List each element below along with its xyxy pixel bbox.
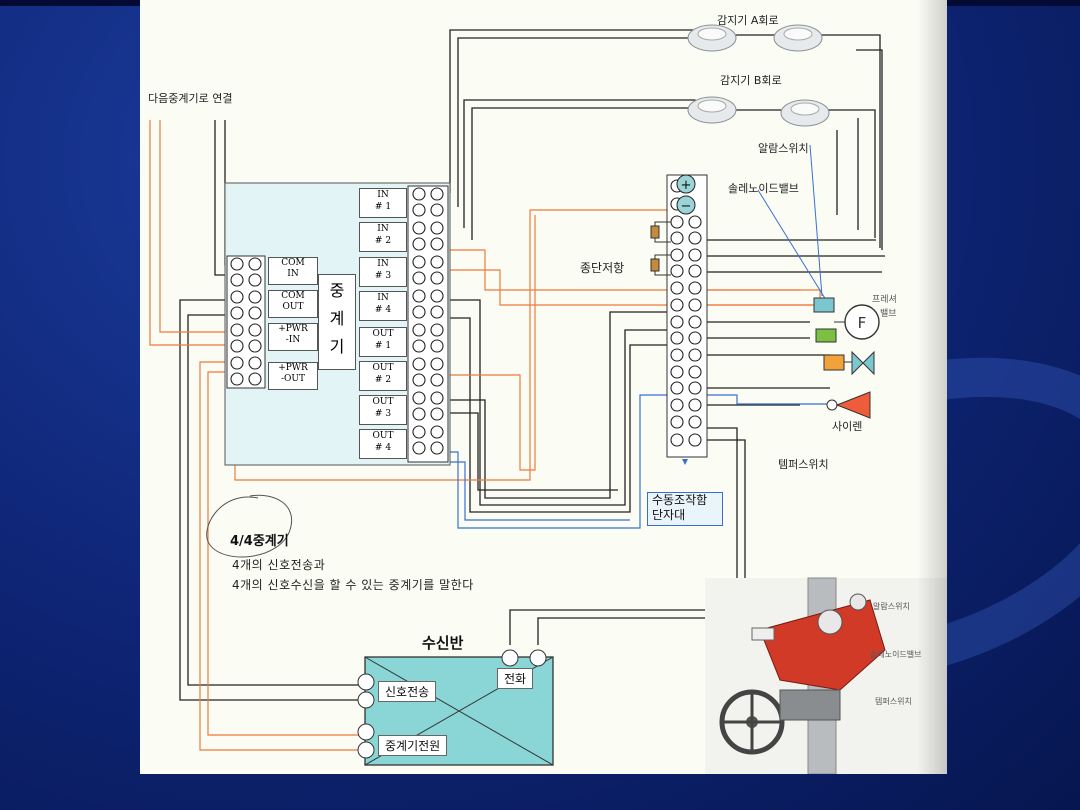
plus-terminal [676, 174, 696, 194]
detector-a-group [687, 24, 823, 52]
siren-horn [835, 391, 871, 419]
wire-detector-a-2 [457, 37, 688, 207]
wire-out3 [442, 311, 670, 499]
pressure-switch-box [813, 297, 835, 313]
pressure-label-1: 프레셔 [872, 295, 897, 305]
minus-symbol: − [681, 199, 692, 214]
signal-terminal-2 [357, 691, 375, 709]
arrow-manual [682, 459, 688, 465]
wire-strip-devices [700, 321, 830, 406]
wire-signal-2 [187, 314, 370, 686]
in3-terminal-label: IN# 3 [359, 257, 407, 287]
photo-gauge-2 [849, 593, 867, 611]
arrow-solenoid [757, 189, 827, 301]
wire-blue-3 [442, 461, 630, 521]
pwr-in-terminal-label: +PWR-IN [268, 323, 318, 351]
scanned-page: + − F [140, 0, 947, 774]
signal-terminal-1 [357, 673, 375, 691]
detector-b-group [687, 96, 830, 127]
receiver-title: 수신반 [422, 634, 464, 652]
end-resistor-label: 종단저항 [580, 261, 625, 275]
wire-out4 [442, 412, 618, 491]
power-terminal-1 [357, 723, 375, 741]
wire-signal-1 [179, 299, 370, 701]
wire-blue-2 [700, 394, 830, 405]
siren-label: 사이렌 [832, 420, 863, 433]
wire-orange-3 [199, 361, 370, 751]
photo-alarm-label: 알람스위치 [873, 602, 910, 611]
wire-out1 [442, 299, 670, 506]
valve-photo [705, 577, 947, 774]
receiver-signal-label: 신호전송 [378, 681, 437, 702]
in1-terminal-label: IN# 1 [359, 188, 407, 218]
detector-b-label: 감지기 B회로 [720, 74, 782, 87]
solenoid-box [823, 354, 845, 371]
next-relay-label: 다음중계기로 연결 [148, 92, 233, 105]
description-line2: 4개의 신호수신을 할 수 있는 중계기를 말한다 [232, 578, 474, 592]
alarm-switch-label: 알람스위치 [758, 142, 809, 155]
end-resistors [650, 221, 671, 276]
hand-drawn-circle [206, 494, 293, 558]
pressure-label-2: 밸브 [880, 309, 897, 319]
arrow-alarm [809, 144, 823, 297]
relay-left-terminals [226, 255, 266, 389]
power-terminal-2 [357, 741, 375, 759]
relay-vertical-label: 중 계 기 [318, 274, 356, 370]
description-title: 4/4중계기 [230, 534, 289, 549]
terminal-strip: + − [666, 174, 708, 458]
out3-terminal-label: OUT# 3 [359, 395, 407, 425]
photo-gauge-1 [817, 609, 843, 635]
receiver-power-label: 중계기전원 [378, 735, 448, 756]
wire-orange-1 [149, 120, 232, 346]
wire-phone-1 [509, 427, 738, 645]
valve-symbol [851, 350, 875, 376]
tamper-switch-label: 템퍼스위치 [778, 458, 829, 471]
out4-terminal-label: OUT# 4 [359, 429, 407, 459]
out2-terminal-label: OUT# 2 [359, 361, 407, 391]
receiver-phone-label: 전화 [497, 668, 534, 689]
in2-terminal-label: IN# 2 [359, 222, 407, 252]
wire-blue-1 [442, 394, 700, 529]
wire-orange-8 [700, 289, 812, 306]
manual-terminal-line2: 단자대 [652, 508, 686, 522]
wire-orange-2 [159, 120, 232, 333]
pwr-out-terminal-label: +PWR-OUT [268, 362, 318, 390]
page-edge-shadow [917, 0, 947, 774]
manual-terminal-line1: 수동조작함 [652, 493, 708, 507]
alarm-switch-box [815, 328, 837, 343]
manual-terminal-box: 수동조작함 단자대 [647, 492, 723, 526]
pump-letter: F [858, 314, 867, 332]
wiring-diagram: + − F [149, 24, 947, 774]
wire-detector-a-3 [856, 49, 883, 250]
phone-terminal-1 [501, 649, 519, 667]
in4-terminal-label: IN# 4 [359, 291, 407, 321]
solenoid-valve-label: 솔레노이드밸브 [728, 182, 799, 195]
wire-orange-6 [442, 249, 821, 303]
out1-terminal-label: OUT# 1 [359, 327, 407, 357]
orange-wires [149, 120, 940, 751]
wire-strip-right [700, 239, 885, 273]
wire-detector-b-2 [471, 107, 688, 240]
relay-right-terminals [407, 185, 449, 463]
photo-tamper-label: 템퍼스위치 [875, 697, 912, 706]
wire-orange-9 [442, 215, 536, 471]
blue-wires [442, 394, 830, 529]
minus-terminal [676, 195, 696, 215]
black-wires [179, 29, 885, 701]
phone-terminal-2 [529, 649, 547, 667]
description-line1: 4개의 신호전송과 [232, 558, 326, 572]
siren-terminal [826, 399, 838, 411]
wire-orange-7 [442, 269, 820, 306]
detector-a-label: 감지기 A회로 [717, 14, 779, 27]
photo-flange [779, 689, 841, 721]
wire-orange-4 [207, 371, 370, 736]
wire-out2 [442, 317, 670, 513]
plus-symbol: + [681, 178, 692, 193]
photo-solenoid-label: 솔레노이드밸브 [870, 650, 922, 659]
field-devices: F [682, 144, 880, 465]
